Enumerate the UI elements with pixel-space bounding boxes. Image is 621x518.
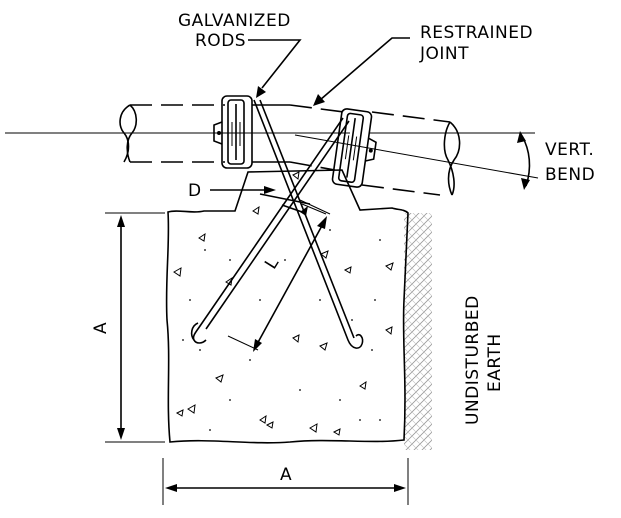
galvanized-rod-right <box>253 99 364 349</box>
a-vertical-dimension <box>105 212 165 443</box>
galvanized-rods-leader <box>248 39 302 98</box>
vert-bend-dimension <box>517 131 531 190</box>
a-horizontal-dimension <box>162 458 409 505</box>
earth-label-line1: UNDISTURBED <box>463 295 483 425</box>
restrained-label-line1: RESTRAINED <box>420 23 533 43</box>
galvanized-label-line2: RODS <box>195 31 246 51</box>
vert-label-line2: BEND <box>545 165 595 185</box>
restrained-joint-leader <box>313 37 410 106</box>
undisturbed-earth-hatch <box>404 213 432 450</box>
galvanized-label-line1: GALVANIZED <box>178 11 291 31</box>
d-label: D <box>188 181 202 201</box>
concrete-thrust-block <box>165 169 409 444</box>
d-dimension <box>210 186 331 216</box>
l-dimension <box>227 203 327 352</box>
restrained-label-line2: JOINT <box>419 44 469 64</box>
a-horizontal-label: A <box>280 465 292 485</box>
earth-label-line2: EARTH <box>485 333 505 392</box>
bent-pipe-section <box>289 104 461 196</box>
vert-label-line1: VERT. <box>545 140 594 160</box>
left-pipe-section <box>119 104 225 163</box>
l-label: L <box>261 254 283 273</box>
galvanized-rod-left <box>190 117 350 344</box>
left-restrained-joint <box>213 95 290 169</box>
concrete-aggregate <box>173 171 394 436</box>
pipe-centerline-bent <box>294 134 539 179</box>
a-vertical-label: A <box>91 322 111 334</box>
right-restrained-joint <box>331 108 377 188</box>
